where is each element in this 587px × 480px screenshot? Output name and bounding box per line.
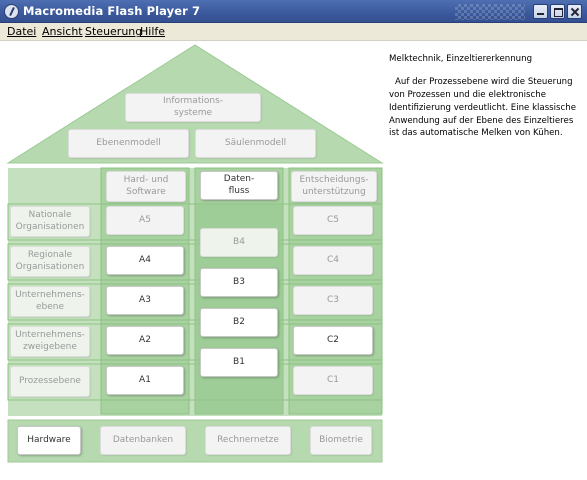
column-header-entscheidung[interactable]: Entscheidungs- unterstützung — [291, 171, 377, 202]
row-unternehmensebene[interactable]: Unternehmens- ebene — [10, 286, 90, 317]
description-body: Auf der Prozessebene wird die Steuerung … — [389, 76, 576, 139]
cell-a3[interactable]: A3 — [106, 286, 184, 315]
menu-steuerung[interactable]: Steuerung — [85, 25, 143, 38]
foundation-hardware[interactable]: Hardware — [17, 426, 81, 455]
cell-a5[interactable]: A5 — [106, 206, 184, 235]
roof-saeulenmodell[interactable]: Säulenmodell — [195, 129, 316, 158]
description-title: Melktechnik, Einzeltiererkennung — [389, 54, 533, 64]
cell-c2[interactable]: C2 — [293, 326, 373, 355]
cell-b2[interactable]: B2 — [200, 308, 278, 337]
cell-c4[interactable]: C4 — [293, 246, 373, 275]
cell-c5[interactable]: C5 — [293, 206, 373, 235]
cell-a2[interactable]: A2 — [106, 326, 184, 355]
cell-b3[interactable]: B3 — [200, 268, 278, 297]
row-unternehmenszweigebene[interactable]: Unternehmens- zweigebene — [10, 326, 90, 357]
row-regionale-organisationen[interactable]: Regionale Organisationen — [10, 246, 90, 277]
column-header-datenfluss[interactable]: Daten- fluss — [200, 171, 278, 200]
menu-ansicht[interactable]: Ansicht — [42, 25, 83, 38]
titlebar-pattern — [455, 4, 525, 20]
column-header-hard-software[interactable]: Hard- und Software — [106, 171, 186, 202]
cell-b1[interactable]: B1 — [200, 348, 278, 377]
foundation-datenbanken[interactable]: Datenbanken — [100, 426, 186, 455]
cell-a1[interactable]: A1 — [106, 366, 184, 395]
roof-informationssysteme[interactable]: Informations- systeme — [125, 93, 261, 122]
flash-stage: Informations- systeme Ebenenmodell Säule… — [0, 41, 587, 480]
menu-bar: Datei Ansicht Steuerung Hilfe — [0, 23, 587, 41]
row-nationale-organisationen[interactable]: Nationale Organisationen — [10, 206, 90, 237]
foundation-biometrie[interactable]: Biometrie — [310, 426, 372, 455]
cell-c1[interactable]: C1 — [293, 366, 373, 395]
menu-datei[interactable]: Datei — [7, 25, 37, 38]
roof-ebenenmodell[interactable]: Ebenenmodell — [68, 129, 189, 158]
cell-c3[interactable]: C3 — [293, 286, 373, 315]
close-button[interactable] — [567, 4, 582, 19]
description-panel: Melktechnik, Einzeltiererkennung Auf der… — [389, 53, 579, 140]
window-title: Macromedia Flash Player 7 — [23, 4, 201, 18]
title-bar: Macromedia Flash Player 7 — [0, 0, 587, 23]
flash-player-icon — [4, 4, 19, 19]
menu-hilfe[interactable]: Hilfe — [140, 25, 166, 38]
cell-a4[interactable]: A4 — [106, 246, 184, 275]
foundation-rechnernetze[interactable]: Rechnernetze — [205, 426, 291, 455]
maximize-button[interactable] — [550, 4, 565, 19]
row-prozessebene[interactable]: Prozessebene — [10, 366, 90, 397]
cell-b4[interactable]: B4 — [200, 228, 278, 257]
minimize-button[interactable] — [533, 4, 548, 19]
